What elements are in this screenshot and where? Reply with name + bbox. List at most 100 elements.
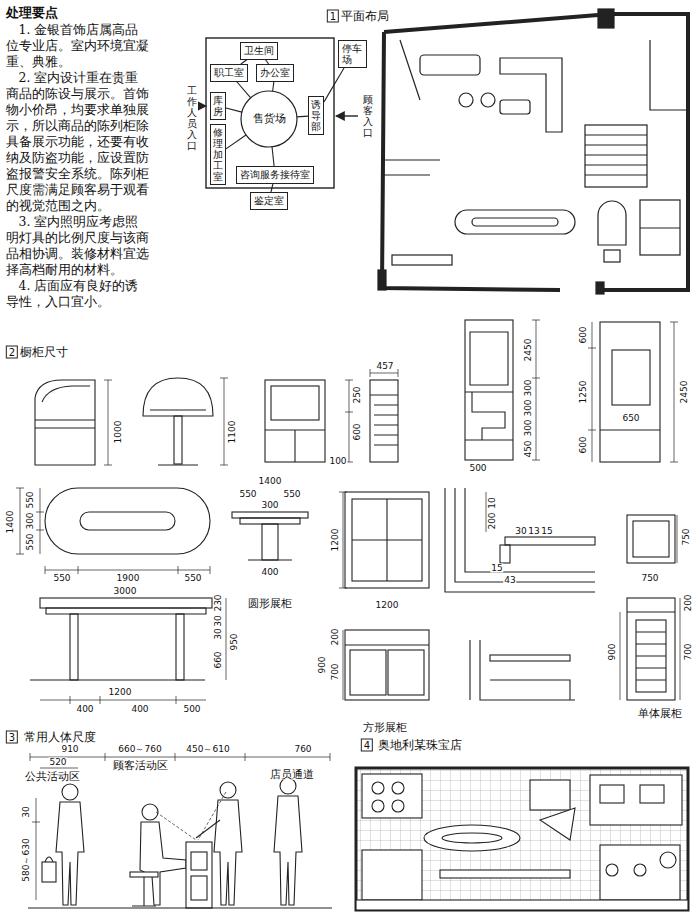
room-box: 库房 xyxy=(210,92,226,120)
room-name: 咨询服务接待室 xyxy=(240,169,310,181)
dimension-text: 900 xyxy=(318,655,327,674)
dimension-text: 100 xyxy=(328,457,347,466)
floor-plan xyxy=(585,125,647,187)
room-box: 职工室 xyxy=(210,64,248,82)
human-figures xyxy=(280,778,296,794)
cabinet-plans xyxy=(455,488,595,582)
cabinet-plans xyxy=(350,650,386,695)
dimension-text: 10 xyxy=(488,496,497,509)
cabinet-elevations xyxy=(600,429,660,430)
cabinet-plans xyxy=(345,492,429,588)
dimension-text: 200 xyxy=(331,627,340,646)
dimension-text: 450 xyxy=(524,439,533,458)
cabinet-elevations xyxy=(174,416,182,464)
floor-plan xyxy=(598,9,614,28)
cabinet-elevations xyxy=(265,430,325,462)
connector-line xyxy=(297,116,308,118)
cabinet-plans xyxy=(16,488,680,704)
dimension-text: 550 xyxy=(52,574,71,583)
cabinet-elevations xyxy=(271,386,319,420)
room-box: 诱导部 xyxy=(308,96,324,135)
cabinet-plans xyxy=(445,488,595,592)
shop-plan xyxy=(600,845,680,900)
dimension-text: 1200 xyxy=(108,688,133,697)
cabinet-plans xyxy=(339,492,347,588)
dimension-text: 550 xyxy=(183,574,202,583)
shop-plan xyxy=(540,808,575,840)
notes-column: 处理要点1. 金银首饰店属高品位专业店。室内环境宜凝重、典雅。2. 室内设计重在… xyxy=(6,4,149,310)
dimension-text: 900 xyxy=(608,642,617,661)
cabinet-plans xyxy=(262,524,278,560)
caption-text: 方形展柜 xyxy=(362,722,408,733)
dimension-text: 1000 xyxy=(114,420,123,445)
cabinet-plans xyxy=(636,632,666,680)
dimension-text: 700 xyxy=(684,642,693,661)
human-figures xyxy=(56,802,84,905)
human-figures xyxy=(40,768,78,769)
cabinet-plans xyxy=(226,598,227,680)
cabinet-plans xyxy=(36,488,44,554)
floor-plan xyxy=(472,218,558,226)
human-figures xyxy=(191,852,207,870)
room-box: 卫生间 xyxy=(240,42,278,60)
connector-line xyxy=(324,68,344,102)
floor-plan xyxy=(596,282,604,294)
dimension-text: 910 xyxy=(60,745,79,754)
cabinet-elevations xyxy=(465,392,513,440)
human-figures xyxy=(130,872,158,877)
entrance-label: 工作人员入口 xyxy=(186,85,198,151)
cabinet-plans xyxy=(40,696,206,704)
dimension-text: 750 xyxy=(682,527,691,546)
floor-plan xyxy=(500,58,562,132)
note-text: 4. 店面应有良好的诱导性，入口宜小。 xyxy=(6,278,149,310)
floor-plan xyxy=(378,270,386,290)
caption-text: 店员通道 xyxy=(269,769,315,780)
floor-plan xyxy=(481,93,495,107)
flow-frame xyxy=(336,115,358,116)
section-number: 1 xyxy=(327,10,339,23)
human-figures xyxy=(186,842,212,908)
caption-text: 公共活动区 xyxy=(24,771,81,782)
room-name: 修理加工室 xyxy=(213,127,223,182)
room-name: 职工室 xyxy=(214,67,244,79)
dimension-text: 2450 xyxy=(524,338,533,363)
human-figures xyxy=(132,877,156,906)
shop-plan xyxy=(640,785,664,803)
cabinet-elevations xyxy=(35,420,95,428)
shop-plan xyxy=(440,870,570,878)
human-figures xyxy=(191,876,207,900)
human-figures xyxy=(140,822,186,905)
floor-plan xyxy=(392,255,452,265)
dimension-text: 600 xyxy=(579,435,588,454)
cabinet-plans xyxy=(490,655,570,661)
dimension-text: 500 xyxy=(182,705,201,714)
cabinet-plans xyxy=(240,518,300,524)
room-name: 鉴定室 xyxy=(254,195,284,207)
dimension-text: 650 xyxy=(621,414,640,423)
dimension-text: 457 xyxy=(375,362,394,371)
dimension-text: 700 xyxy=(331,662,340,681)
cabinet-elevations xyxy=(532,320,540,460)
shop-plan xyxy=(356,768,688,910)
circle-outline xyxy=(241,91,297,147)
shop-plan xyxy=(424,825,520,851)
connector-line xyxy=(273,82,274,92)
flow-frame xyxy=(199,38,358,188)
cabinet-plans xyxy=(500,545,510,563)
dimension-text: 200 xyxy=(488,511,497,530)
cabinet-plans xyxy=(248,559,292,560)
floor-plan xyxy=(459,93,473,107)
cabinet-plans xyxy=(388,650,424,695)
cabinet-elevations xyxy=(465,320,513,460)
cabinet-elevations xyxy=(158,464,198,465)
shop-plan xyxy=(392,782,404,794)
human-figures xyxy=(156,792,226,840)
human-figures xyxy=(142,804,158,820)
floor-plan xyxy=(500,100,530,114)
human-figures xyxy=(45,857,53,862)
dimension-text: 300 xyxy=(26,511,35,530)
floor-plan xyxy=(455,210,575,234)
cabinet-plans xyxy=(80,512,175,530)
caption-text: 圆形展柜 xyxy=(247,598,293,609)
sales-floor-circle: 售货场 xyxy=(240,90,298,148)
